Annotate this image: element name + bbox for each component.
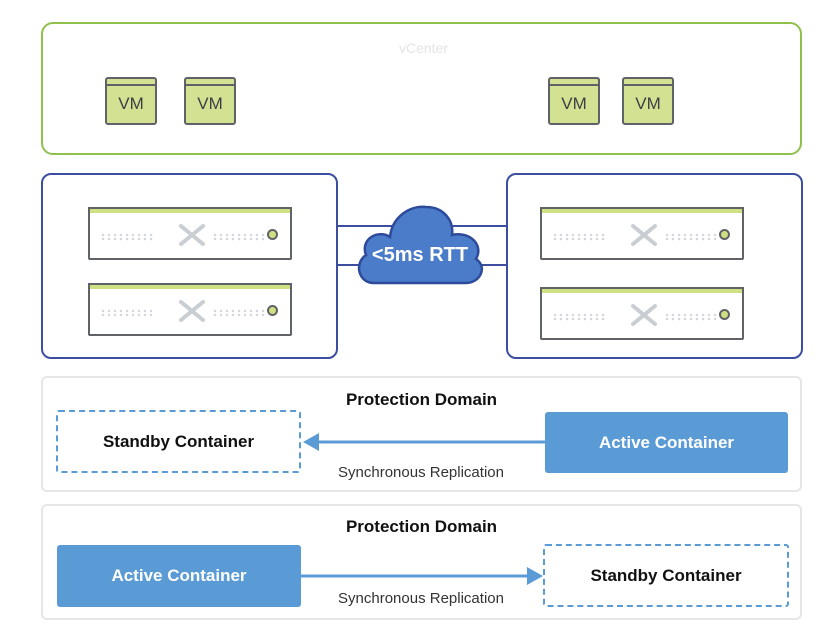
vm-icon: VM [105, 77, 157, 125]
cloud-icon [357, 205, 484, 285]
protection-domain-title: Protection Domain [345, 390, 498, 409]
active-container: Active Container [57, 545, 301, 607]
server-node [88, 207, 292, 260]
vm-icon: VM [184, 77, 236, 125]
replication-label: Synchronous Replication [338, 590, 504, 607]
standby-container: Standby Container [543, 544, 789, 607]
standby-container: Standby Container [56, 410, 301, 473]
nutanix-x-icon [179, 300, 205, 322]
status-led-icon [719, 309, 730, 320]
server-node [88, 283, 292, 336]
nutanix-x-icon [631, 224, 657, 246]
replication-arrow-right [301, 567, 543, 585]
replication-arrow-left [303, 433, 545, 451]
replication-label: Synchronous Replication [338, 464, 504, 481]
group-label: vCenter [398, 40, 449, 56]
vm-icon: VM [622, 77, 674, 125]
server-node [540, 287, 744, 340]
vm-host-group: vCenter [41, 22, 802, 155]
active-container: Active Container [545, 412, 788, 473]
nutanix-x-icon [179, 224, 205, 246]
protection-domain-title: Protection Domain [345, 517, 498, 536]
server-node [540, 207, 744, 260]
nutanix-x-icon [631, 304, 657, 326]
status-led-icon [267, 305, 278, 316]
status-led-icon [719, 229, 730, 240]
latency-label: <5ms RTT [371, 244, 469, 266]
status-led-icon [267, 229, 278, 240]
vm-icon: VM [548, 77, 600, 125]
